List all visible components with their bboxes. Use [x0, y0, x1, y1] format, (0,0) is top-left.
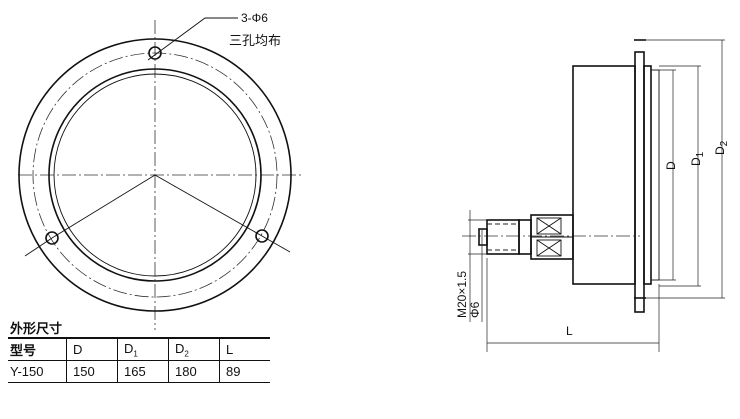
- spec-table-title: 外形尺寸: [10, 322, 63, 337]
- header-cell-model: 型号: [8, 337, 67, 361]
- header-cell-D2: D2: [168, 337, 220, 361]
- spec-table: 型号 D D1 D2 L Y-150 150 165 180 89: [8, 337, 270, 383]
- front-view: 3-Φ6 三孔均布: [18, 11, 302, 330]
- dim-label-L: L: [566, 324, 573, 338]
- stem-tip: [478, 228, 488, 246]
- hole-dia-label: Φ6: [468, 301, 482, 318]
- dim-label-D1: D1: [689, 151, 706, 166]
- cell-L: 89: [219, 360, 270, 383]
- radial-line-left: [51, 174, 156, 239]
- hole-leader-line: [147, 17, 238, 61]
- table-row: Y-150 150 165 180 89: [8, 360, 270, 383]
- thread-label: M20×1.5: [455, 271, 469, 318]
- header-cell-D1: D1: [117, 337, 169, 361]
- wrench-flat-bottom: [536, 239, 562, 257]
- bolt-hole-left: [45, 231, 59, 245]
- case-body: [572, 65, 636, 285]
- flange-plate: [634, 51, 645, 313]
- threaded-stem: [486, 219, 520, 255]
- wrench-flat-top: [536, 217, 562, 235]
- cell-model: Y-150: [8, 360, 67, 383]
- outer-flange-circle: [18, 38, 292, 312]
- dim-label-D2: D2: [713, 140, 730, 155]
- hole-note: 三孔均布: [229, 34, 281, 49]
- radial-ext-left: [24, 237, 53, 257]
- bolt-hole-right: [255, 229, 269, 243]
- side-view: D D1 D2 M20×1.5 Φ6 L: [455, 39, 730, 352]
- table-header-row: 型号 D D1 D2 L: [8, 337, 270, 361]
- dim-label-D: D: [664, 161, 678, 170]
- bezel-front: [650, 69, 660, 281]
- stem-neck: [518, 219, 532, 255]
- header-cell-D: D: [66, 337, 118, 361]
- bezel-ring: [643, 65, 652, 285]
- bolt-circle: [32, 52, 278, 298]
- case-circle: [48, 68, 262, 282]
- cell-D1: 165: [117, 360, 169, 383]
- dial-circle: [53, 73, 257, 277]
- cell-D2: 180: [168, 360, 220, 383]
- bolt-hole-top: [148, 46, 162, 60]
- cell-D: 150: [66, 360, 118, 383]
- header-cell-L: L: [219, 337, 270, 361]
- radial-line-right: [154, 174, 263, 237]
- hole-callout: 3-Φ6: [241, 11, 268, 25]
